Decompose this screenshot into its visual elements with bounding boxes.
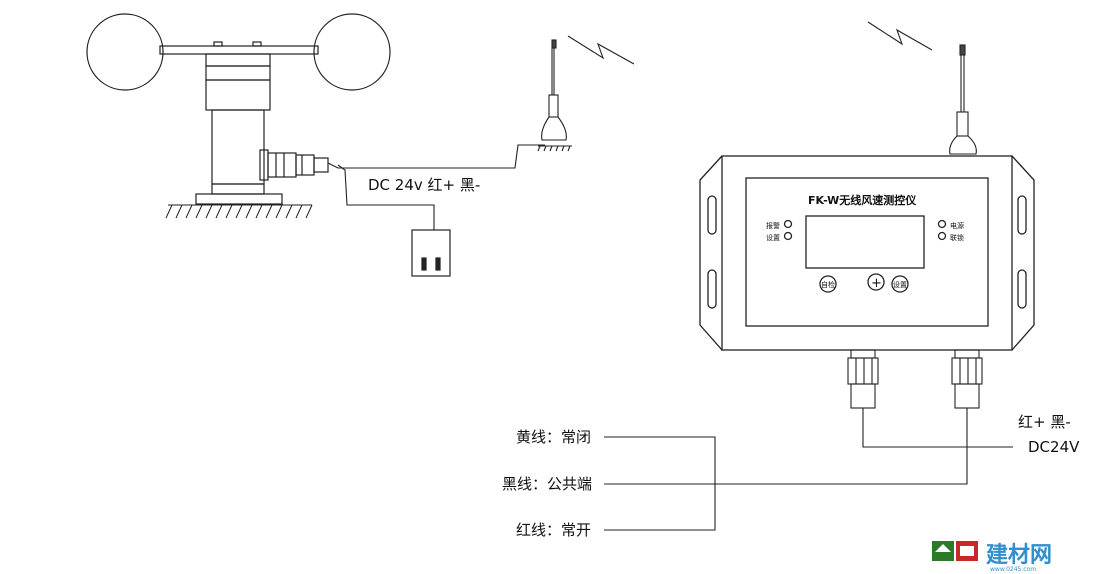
button-label-self-test: 自检 [821, 280, 835, 289]
button-label-plus: + [871, 276, 882, 291]
sensor-antenna [537, 39, 572, 152]
power-plug [411, 229, 451, 277]
led-alarm [783, 219, 793, 229]
led-power [937, 219, 947, 229]
cable-gland [267, 152, 297, 178]
antenna-cable [327, 144, 545, 169]
front-panel [745, 177, 989, 327]
logo-url: www.0245.com [990, 566, 1036, 573]
nc-no-wire [604, 436, 716, 531]
signal-zigzag-2 [867, 21, 933, 51]
anemometer [86, 13, 391, 205]
logo-text: 建材网 [986, 543, 1052, 568]
power-voltage-label: DC24V [1028, 438, 1080, 456]
ground [165, 204, 313, 219]
controller-glands [847, 349, 983, 409]
power-wire [862, 408, 1013, 448]
set-button [891, 275, 909, 293]
led-interlock [937, 231, 947, 241]
led-setting [783, 231, 793, 241]
sensor-body-lower [211, 109, 265, 185]
output-wires [604, 408, 1013, 531]
plus-button [867, 273, 885, 291]
led-label-interlock: 联锁 [950, 233, 964, 242]
self-test-button [819, 275, 837, 293]
red-wire-label: 红线：常开 [516, 521, 591, 539]
sensor-cables [327, 144, 545, 230]
power-cable [337, 164, 435, 230]
controller-box [721, 155, 1013, 351]
sensor-base [195, 193, 283, 205]
led-label-power: 电源 [950, 221, 964, 230]
black-wire-label: 黑线：公共端 [502, 475, 592, 493]
sensor-power-label: DC 24v 红+ 黑- [368, 176, 480, 194]
signal-zigzag-1 [567, 35, 635, 65]
watermark-logo: 建材网 www.0245.com [932, 541, 1052, 573]
led-label-alarm: 报警 [766, 221, 780, 230]
controller-housing [699, 155, 1035, 351]
display-screen [805, 215, 925, 269]
controller-antenna [949, 44, 977, 155]
hub [205, 53, 271, 67]
led-label-setting: 设置 [766, 233, 780, 242]
controller-title: FK-W无线风速测控仪 [808, 193, 917, 207]
common-wire [604, 408, 968, 485]
left-cup [86, 13, 164, 91]
cross-arm [159, 45, 319, 55]
power-polarity-label: 红+ 黑- [1018, 413, 1071, 431]
button-label-set: 设置 [893, 280, 907, 289]
yellow-wire-label: 黄线：常闭 [516, 428, 591, 446]
sensor-body-upper [205, 79, 271, 111]
right-cup [313, 13, 391, 91]
